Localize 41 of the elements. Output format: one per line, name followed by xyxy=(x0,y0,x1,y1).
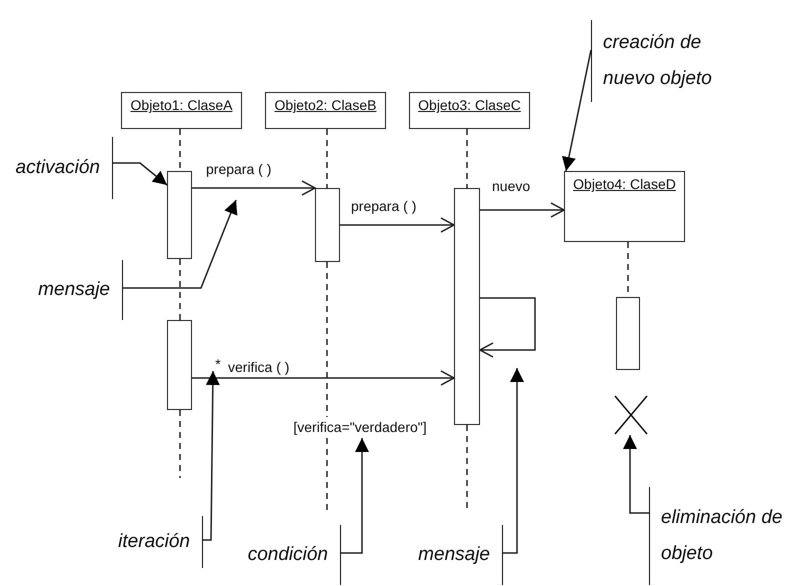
leader-line xyxy=(113,162,168,186)
lifeline xyxy=(326,262,328,510)
object-box xyxy=(265,92,386,129)
lifeline xyxy=(179,259,181,320)
object-box xyxy=(409,92,530,129)
activation-bar xyxy=(167,171,192,259)
lifeline xyxy=(326,129,328,188)
message-arrow xyxy=(480,202,565,218)
annotation-text: eliminación de objeto xyxy=(661,506,784,566)
object-name: Objeto1: ClaseA xyxy=(130,96,232,114)
annotation-text: mensaje xyxy=(418,543,490,567)
activation-bar xyxy=(167,320,192,410)
lifeline xyxy=(466,425,468,510)
object-name: Objeto4: ClaseD xyxy=(573,175,676,193)
leader-line xyxy=(203,371,220,541)
message-arrow xyxy=(192,180,316,196)
message-arrow xyxy=(479,297,536,358)
activation-bar xyxy=(454,188,480,425)
object-name: Objeto3: ClaseC xyxy=(418,96,521,114)
leader-line xyxy=(341,438,369,554)
message-arrow xyxy=(340,217,455,233)
annotation-text: iteración xyxy=(118,530,190,554)
object-box xyxy=(564,171,685,242)
annotation-text: mensaje xyxy=(38,278,110,302)
leader-line xyxy=(123,200,238,289)
object-name: Objeto2: ClaseB xyxy=(274,96,376,114)
lifeline xyxy=(179,410,181,478)
lifeline xyxy=(179,129,181,171)
leader-line xyxy=(623,435,649,514)
leader-line xyxy=(503,368,524,554)
iteration-mark: * xyxy=(213,357,223,371)
annotation-text: creación de nuevo objeto xyxy=(603,31,713,91)
destruction-mark xyxy=(614,395,648,435)
activation-bar xyxy=(616,297,640,370)
lifeline xyxy=(466,129,468,188)
annotation-text: activación xyxy=(16,156,100,180)
annotation-text: condición xyxy=(248,543,328,567)
leader-line xyxy=(562,50,592,172)
object-box xyxy=(121,92,242,129)
message-arrow xyxy=(192,370,455,386)
activation-bar xyxy=(315,188,340,262)
